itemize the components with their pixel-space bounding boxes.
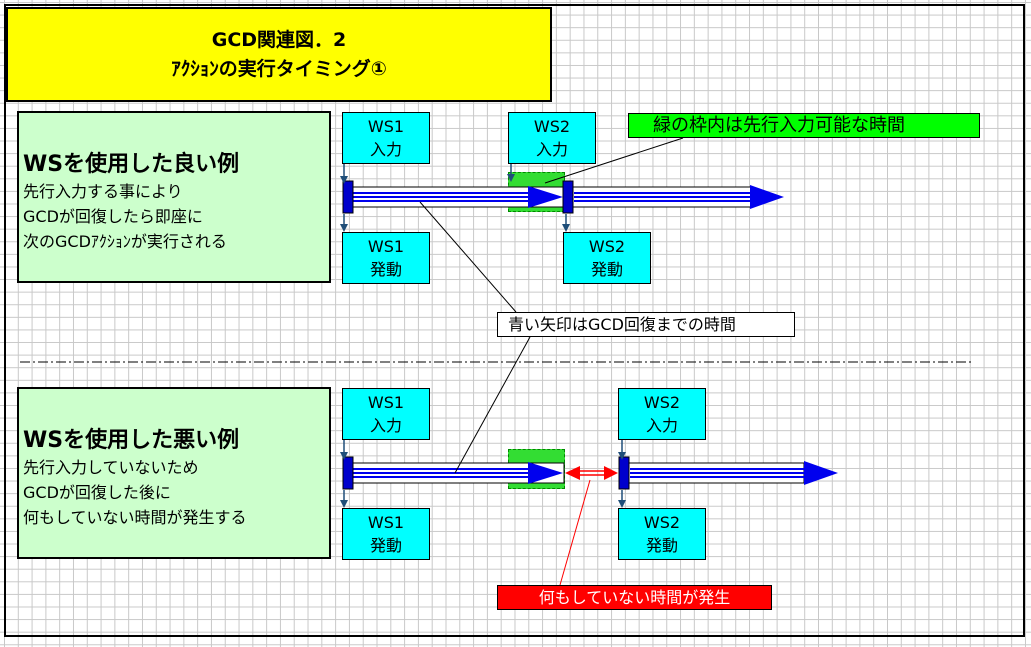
bad-example-box: WSを使用した悪い例 先行入力していないため GCDが回復した後に 何もしていな… [17, 387, 331, 559]
good-example-box: WSを使用した良い例 先行入力する事により GCDが回復したら即座に 次のGCD… [17, 111, 331, 283]
bad-example-line: 何もしていない時間が発生する [23, 508, 247, 527]
blue-arrow-leader-bottom [454, 336, 531, 474]
idle-arrowhead-right [604, 466, 618, 480]
bad-example-line: GCDが回復した後に [23, 483, 171, 502]
blue-arrow-leader-top [419, 201, 517, 313]
bad-ws1-input-arrowhead [340, 452, 348, 460]
label-action: 発動 [369, 536, 402, 555]
label-action: 発動 [369, 260, 402, 279]
bad-ws1-activate-arrowhead [340, 500, 348, 508]
label-action: 入力 [645, 416, 678, 435]
good-ws1-input-label: WS1 入力 [342, 112, 430, 164]
bad-ws2-input-label: WS2 入力 [618, 388, 706, 440]
good-ws1-marker [342, 180, 354, 214]
bad-ws2-activate-label: WS2 発動 [618, 508, 706, 560]
title-line-1: GCD関連図．2 [211, 28, 347, 51]
label-ws: WS2 [588, 237, 626, 256]
good-gcd-arrowhead-2 [750, 185, 784, 209]
diagram-title: GCD関連図．2 ｱｸｼｮﾝの実行タイミング① [6, 7, 552, 102]
green-window-callout: 緑の枠内は先行入力可能な時間 [628, 113, 980, 138]
label-ws: WS1 [367, 393, 405, 412]
title-line-2: ｱｸｼｮﾝの実行タイミング① [171, 57, 387, 80]
label-action: 入力 [369, 140, 402, 159]
good-ws1-activate-arrowhead [340, 224, 348, 232]
label-ws: WS2 [643, 393, 681, 412]
bad-ws1-input-label: WS1 入力 [342, 388, 430, 440]
good-ws2-input-arrowhead [507, 174, 515, 182]
good-example-line: GCDが回復したら即座に [23, 207, 203, 226]
bad-gcd-arrowhead-1 [528, 462, 563, 484]
good-ws1-activate-label: WS1 発動 [342, 232, 430, 284]
good-ws2-activate-label: WS2 発動 [563, 232, 651, 284]
good-ws2-input-label: WS2 入力 [508, 112, 596, 164]
good-ws2-activate-arrowhead [562, 224, 570, 232]
label-ws: WS1 [367, 237, 405, 256]
good-example-line: 先行入力する事により [23, 182, 183, 201]
label-action: 入力 [369, 416, 402, 435]
green-window-leader [544, 137, 684, 184]
good-example-title: WSを使用した良い例 [23, 152, 240, 177]
label-ws: WS2 [643, 513, 681, 532]
label-ws: WS1 [367, 513, 405, 532]
diagram-frame [4, 4, 1025, 637]
bad-example-line: 先行入力していないため [23, 458, 199, 477]
idle-arrowhead-left [565, 466, 580, 480]
idle-time-callout: 何もしていない時間が発生 [497, 585, 772, 610]
bad-ws1-marker [342, 456, 354, 490]
label-ws: WS2 [533, 117, 571, 136]
bad-example-title: WSを使用した悪い例 [23, 428, 240, 453]
good-ws2-marker [562, 180, 574, 214]
label-action: 発動 [590, 260, 623, 279]
bad-ws2-marker [618, 456, 630, 490]
blue-arrow-callout: 青い矢印はGCD回復までの時間 [497, 312, 795, 337]
good-example-line: 次のGCDｱｸｼｮﾝが実行される [23, 232, 227, 251]
label-action: 入力 [535, 140, 568, 159]
bad-gcd-arrowhead-2 [804, 461, 838, 485]
label-action: 発動 [645, 536, 678, 555]
bad-ws2-activate-arrowhead [618, 500, 626, 508]
bad-ws1-activate-label: WS1 発動 [342, 508, 430, 560]
bad-ws2-input-arrowhead [618, 452, 626, 460]
idle-leader [559, 479, 591, 586]
good-gcd-arrowhead-1 [528, 186, 563, 208]
good-ws1-input-arrowhead [340, 176, 348, 184]
label-ws: WS1 [367, 117, 405, 136]
